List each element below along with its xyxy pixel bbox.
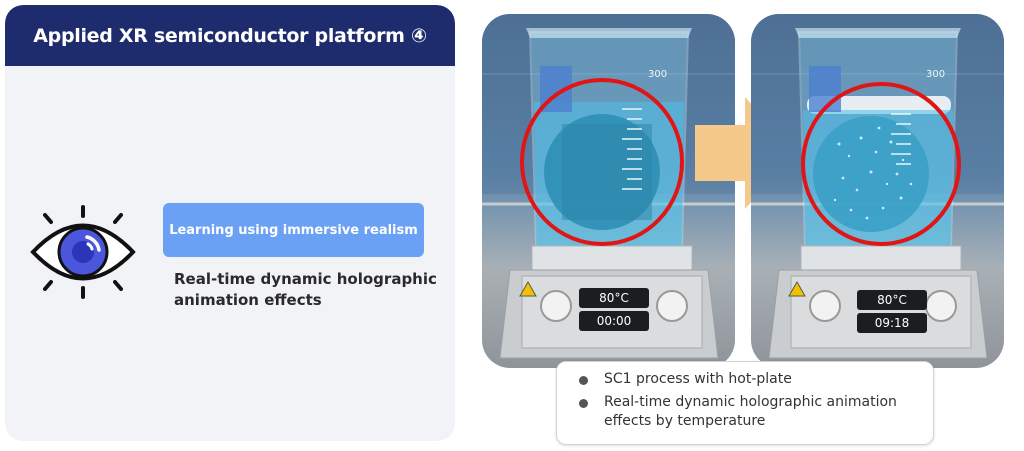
scale-label-before: 300 [648, 69, 668, 80]
card-header: Applied XR semiconductor platform ④ [5, 5, 455, 66]
pill-label: Learning using immersive realism [169, 222, 418, 238]
beaker-photo-before: 300 80°C 00:00 [482, 14, 735, 368]
beaker-scene-after [751, 14, 1004, 359]
feature-description: Real-time dynamic holographic animation … [174, 270, 437, 309]
beaker-scene-before [482, 14, 735, 359]
eye-icon [30, 205, 136, 299]
bullet-icon [579, 376, 588, 385]
temperature-display-before: 80°C [579, 288, 649, 308]
feature-pill: Learning using immersive realism [163, 203, 424, 257]
caption-text: Real-time dynamic holographic animation … [604, 394, 897, 429]
caption-box: SC1 process with hot-plate Real-time dyn… [556, 361, 934, 445]
beaker-photo-after: 300 80°C 09:18 [751, 14, 1004, 368]
bullet-icon [579, 399, 588, 408]
timer-display-after: 09:18 [857, 313, 927, 333]
timer-display-before: 00:00 [579, 311, 649, 331]
temperature-display-after: 80°C [857, 290, 927, 310]
warning-icon [788, 280, 806, 297]
warning-icon [519, 280, 537, 297]
scale-label-after: 300 [926, 69, 946, 80]
card-title: Applied XR semiconductor platform ④ [33, 24, 427, 47]
info-card: Applied XR semiconductor platform ④ Lear… [5, 5, 455, 441]
caption-text: SC1 process with hot-plate [604, 371, 792, 387]
